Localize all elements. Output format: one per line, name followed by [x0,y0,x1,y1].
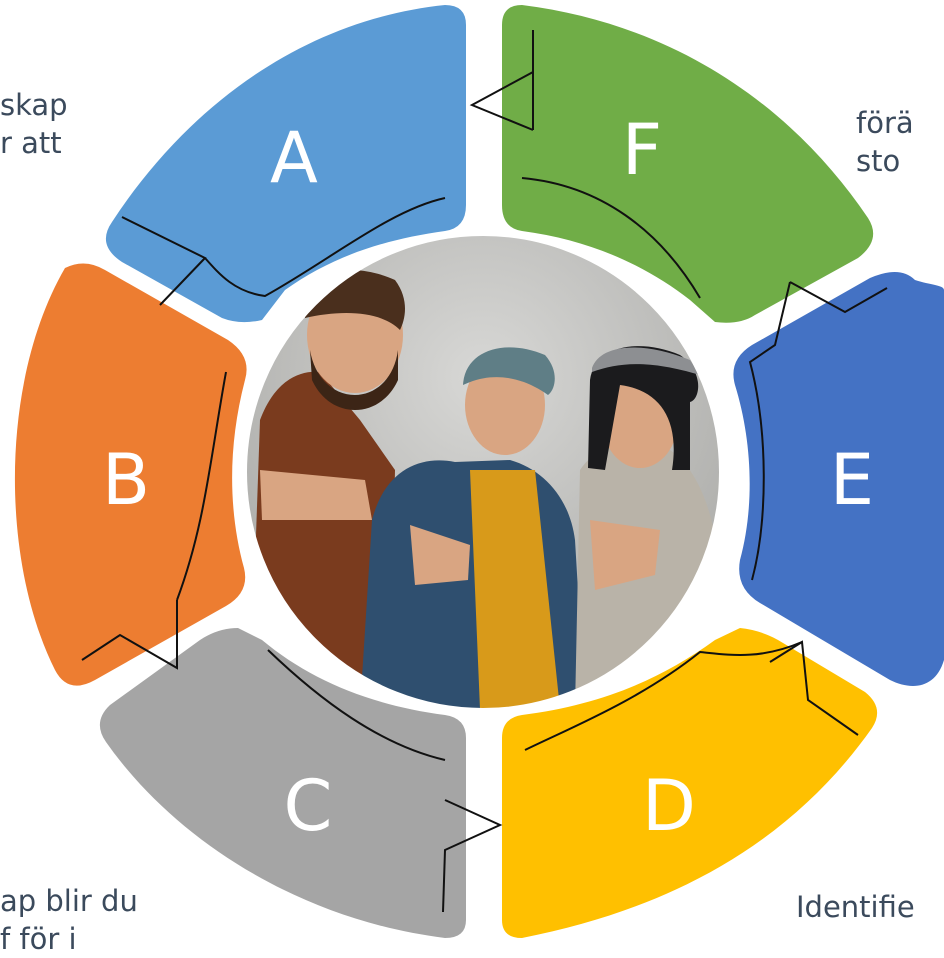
segment-a [105,5,467,323]
segment-a-letter: A [270,117,318,199]
center-photo [246,235,720,709]
segment-f-letter: F [622,109,662,191]
caption-top-right: förä sto [856,106,914,178]
caption-bottom-right: Identifie [796,890,915,924]
segment-b-letter: B [102,439,150,521]
segment-d [502,628,878,938]
segment-d-letter: D [642,765,696,847]
segment-e-letter: E [830,439,874,521]
connector-lines [81,30,888,913]
segment-f [502,5,874,323]
segment-c [99,628,466,938]
caption-bottom-left: ap blir du f för i [0,884,138,956]
segment-e [733,271,944,686]
caption-top-left: skap r att [0,88,68,160]
segment-b [14,263,247,686]
segment-c-letter: C [284,765,333,847]
